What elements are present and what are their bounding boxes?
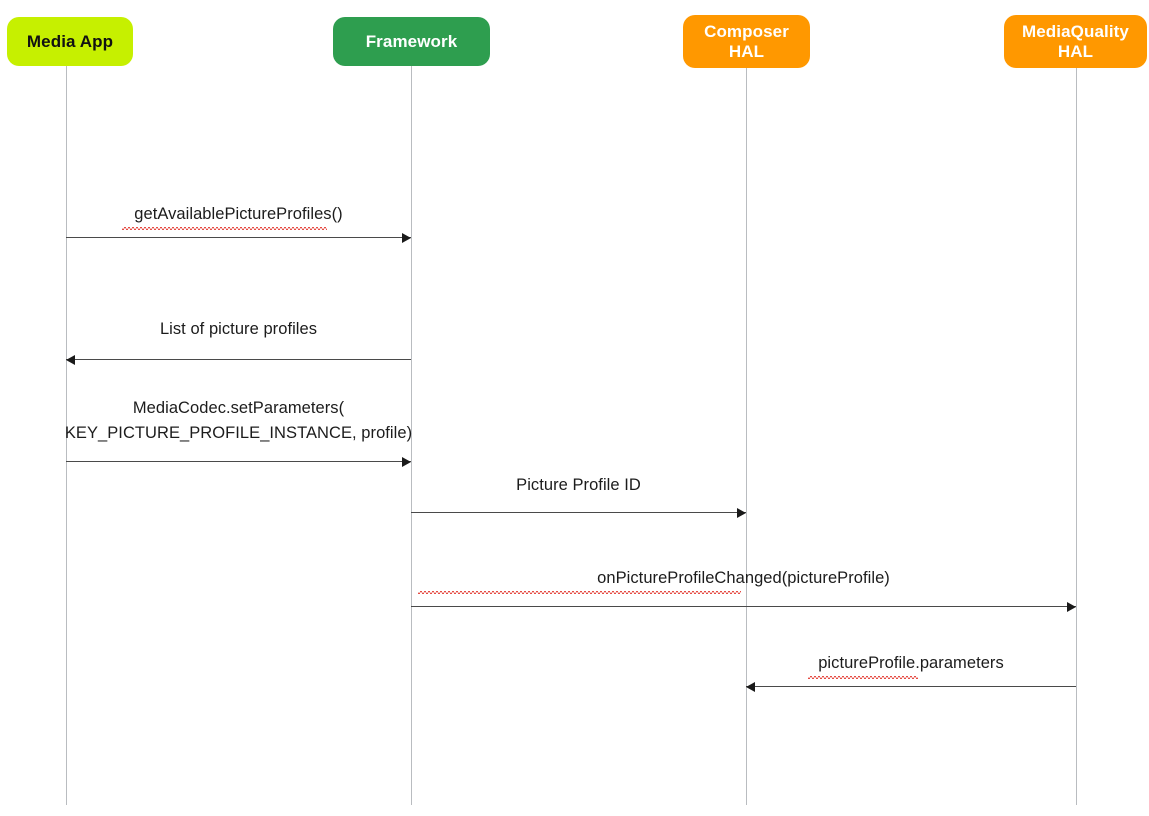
participant-composer-hal-label: Composer HAL xyxy=(704,21,789,61)
message-arrowhead-3 xyxy=(402,456,411,467)
message-arrow-5 xyxy=(411,606,1076,607)
participant-mediaquality-hal: MediaQuality HAL xyxy=(1004,15,1147,68)
message-label-6: pictureProfile.parameters xyxy=(818,654,1004,672)
message-arrow-6 xyxy=(746,686,1076,687)
message-arrow-2 xyxy=(66,359,411,360)
spellcheck-underline-6 xyxy=(808,676,918,679)
spellcheck-underline-5 xyxy=(418,591,741,594)
message-arrowhead-1 xyxy=(402,232,411,243)
participant-framework-label: Framework xyxy=(365,31,458,51)
message-arrowhead-2 xyxy=(66,354,75,365)
message-arrow-4 xyxy=(411,512,746,513)
lifeline-media-app xyxy=(66,66,67,805)
lifeline-composer-hal xyxy=(746,68,747,805)
message-label-3: MediaCodec.setParameters( KEY_PICTURE_PR… xyxy=(64,399,413,442)
message-arrowhead-4 xyxy=(737,507,746,518)
message-label-5: onPictureProfileChanged(pictureProfile) xyxy=(597,569,890,587)
message-label-2: List of picture profiles xyxy=(159,320,318,338)
participant-media-app-label: Media App xyxy=(26,31,114,51)
lifeline-mediaquality-hal xyxy=(1076,68,1077,805)
lifeline-framework xyxy=(411,66,412,805)
spellcheck-underline-1 xyxy=(122,227,327,230)
message-arrow-1 xyxy=(66,237,411,238)
participant-framework: Framework xyxy=(333,17,490,66)
message-label-1: getAvailablePictureProfiles() xyxy=(134,205,343,223)
message-arrowhead-6 xyxy=(746,681,755,692)
participant-mediaquality-hal-label: MediaQuality HAL xyxy=(1021,21,1129,61)
message-arrowhead-5 xyxy=(1067,601,1076,612)
message-arrow-3 xyxy=(66,461,411,462)
message-label-4: Picture Profile ID xyxy=(516,476,641,494)
participant-media-app: Media App xyxy=(7,17,133,66)
participant-composer-hal: Composer HAL xyxy=(683,15,810,68)
